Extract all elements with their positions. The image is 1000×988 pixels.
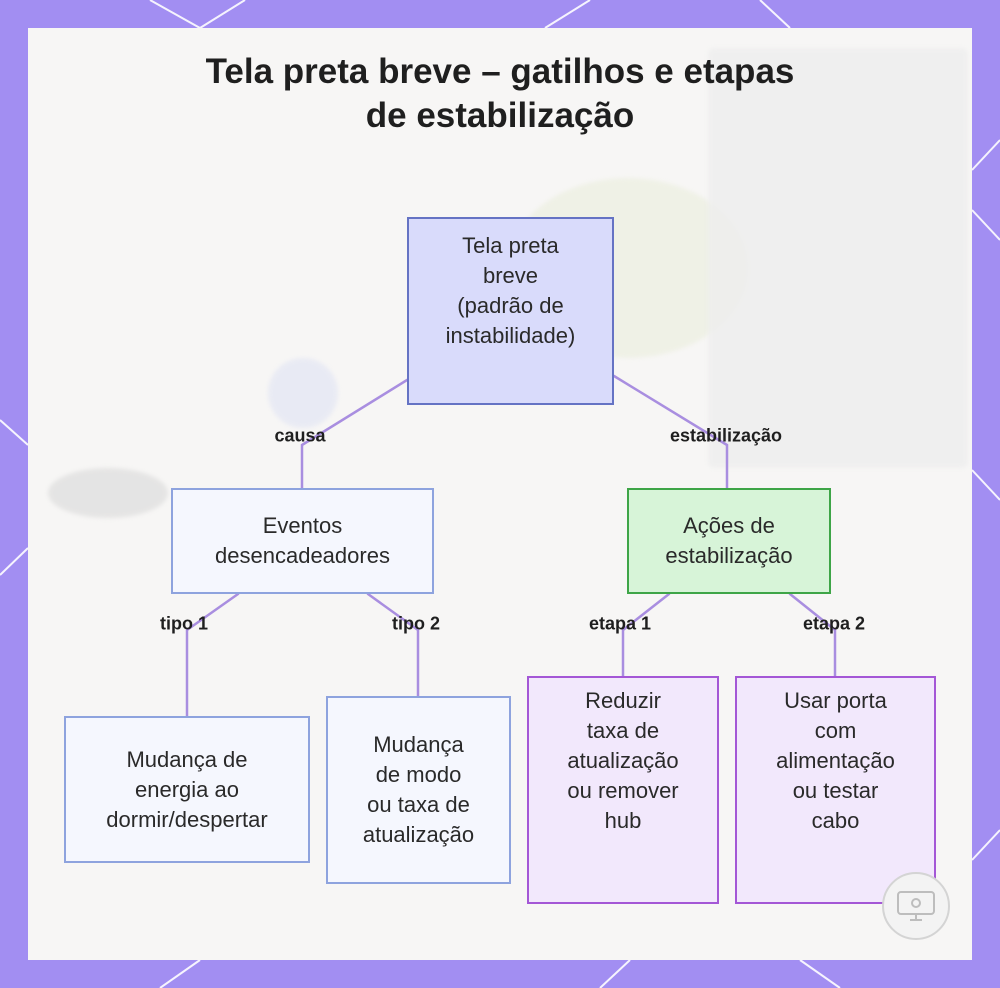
monitor-settings-icon (880, 870, 952, 942)
edge-label-stabilization: estabilização (670, 426, 782, 447)
node-triggers-label: Eventos desencadeadores (215, 511, 390, 571)
node-step1-label: Reduzir taxa de atualização ou remover h… (567, 686, 678, 836)
edge-label-type2: tipo 2 (392, 614, 440, 635)
edge-label-cause: causa (274, 426, 325, 447)
edge-actions-step2 (790, 594, 835, 676)
edge-label-step1: etapa 1 (589, 614, 651, 635)
edge-triggers-type1 (187, 594, 238, 716)
node-root: Tela preta breve (padrão de instabilidad… (407, 217, 614, 405)
edge-label-step2: etapa 2 (803, 614, 865, 635)
node-type1-label: Mudança de energia ao dormir/despertar (106, 745, 267, 835)
node-root-label: Tela preta breve (padrão de instabilidad… (446, 231, 576, 351)
node-step1: Reduzir taxa de atualização ou remover h… (527, 676, 719, 904)
node-actions-label: Ações de estabilização (665, 511, 792, 571)
node-step2-label: Usar porta com alimentação ou testar cab… (776, 686, 895, 836)
node-type2: Mudança de modo ou taxa de atualização (326, 696, 511, 884)
node-type2-label: Mudança de modo ou taxa de atualização (363, 730, 474, 850)
edge-triggers-type2 (368, 594, 418, 696)
node-triggers: Eventos desencadeadores (171, 488, 434, 594)
node-actions: Ações de estabilização (627, 488, 831, 594)
edge-actions-step1 (623, 594, 669, 676)
edge-label-type1: tipo 1 (160, 614, 208, 635)
node-type1: Mudança de energia ao dormir/despertar (64, 716, 310, 863)
